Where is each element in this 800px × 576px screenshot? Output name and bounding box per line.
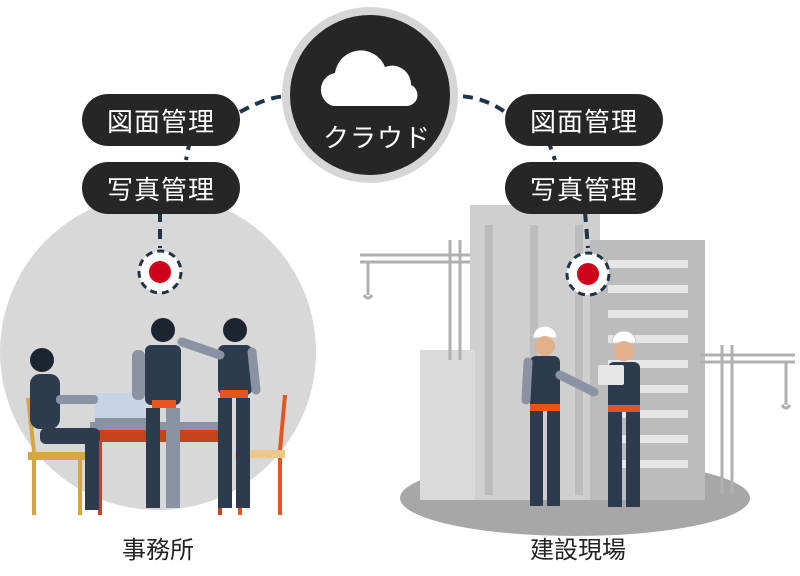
site-workers-illustration	[521, 325, 640, 507]
site-tag-drawing-management: 図面管理	[505, 94, 663, 146]
crane-left	[360, 240, 470, 360]
office-tag-drawing-management: 図面管理	[82, 94, 240, 146]
cloud-badge	[282, 7, 458, 183]
office-caption: 事務所	[122, 536, 194, 564]
office-tag-photo-management: 写真管理	[82, 162, 240, 214]
site-location-marker	[565, 251, 611, 297]
crane-right	[700, 345, 795, 495]
site-caption: 建設現場	[530, 536, 626, 564]
office-illustration	[26, 318, 287, 515]
office-location-marker	[137, 249, 183, 295]
cloud-icon	[320, 50, 418, 106]
site-tag-photo-management: 写真管理	[505, 162, 663, 214]
cloud-label: クラウド	[322, 124, 431, 154]
building-illustration	[420, 205, 705, 500]
